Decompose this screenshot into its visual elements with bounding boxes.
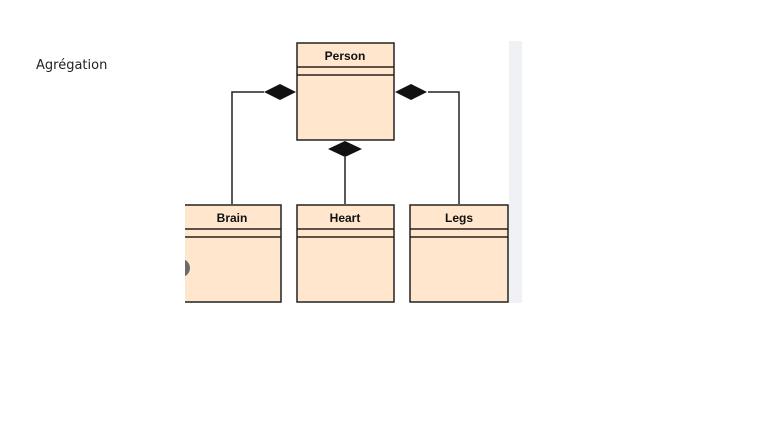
diamond-right	[395, 84, 427, 100]
diagram-canvas: Person Brain Heart Legs	[185, 42, 509, 303]
connector-brain-person	[231, 91, 264, 204]
scroll-strip	[509, 41, 522, 303]
class-legs-name: Legs	[445, 211, 473, 225]
diamond-left	[264, 84, 296, 100]
class-person-box	[296, 42, 395, 141]
class-brain-name: Brain	[217, 211, 248, 225]
caption-label: Agrégation	[36, 58, 108, 73]
cursor-marker	[185, 259, 190, 277]
class-person: Person	[296, 42, 395, 141]
class-heart-name: Heart	[330, 211, 361, 225]
uml-diagram: Person Brain Heart Legs	[185, 41, 522, 303]
class-legs-box	[409, 204, 509, 303]
connector-legs-person	[428, 91, 460, 204]
class-brain: Brain	[185, 204, 282, 303]
class-heart-box	[296, 204, 395, 303]
class-person-name: Person	[325, 49, 366, 63]
class-legs: Legs	[409, 204, 509, 303]
diamond-bottom	[328, 141, 362, 157]
class-brain-box	[185, 204, 282, 303]
class-heart: Heart	[296, 204, 395, 303]
